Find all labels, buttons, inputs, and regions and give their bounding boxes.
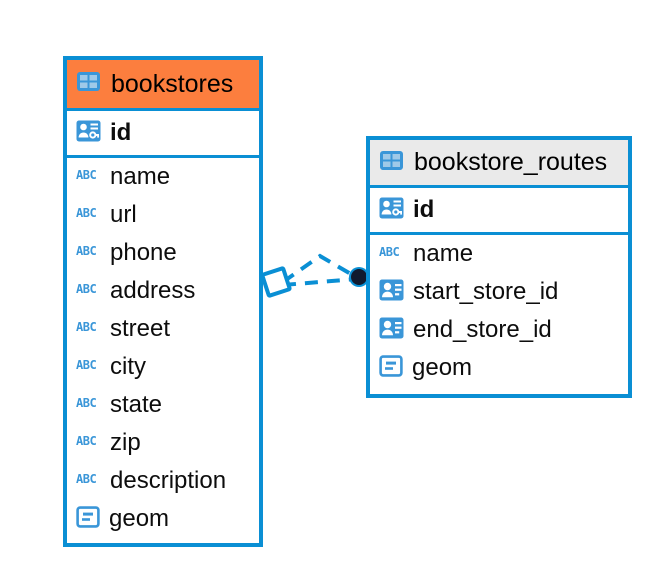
field-label-name: name [413, 240, 474, 267]
field-row-name[interactable]: ABC name [370, 235, 628, 273]
field-label-end-store-id: end_store_id [413, 316, 552, 343]
svg-text:ABC: ABC [76, 472, 96, 486]
field-label-id: id [110, 119, 132, 146]
field-row-start-store-id[interactable]: start_store_id [370, 273, 628, 311]
field-row-geom[interactable]: geom [370, 349, 628, 387]
header-divider [370, 185, 628, 188]
svg-text:ABC: ABC [76, 320, 96, 334]
primary-key-divider [67, 155, 259, 158]
primary-key-divider [370, 232, 628, 235]
abc-text-icon: ABC [379, 245, 404, 264]
field-row-end-store-id[interactable]: end_store_id [370, 311, 628, 349]
field-row-street[interactable]: ABC street [67, 310, 259, 348]
field-row-name[interactable]: ABC name [67, 158, 259, 196]
svg-text:ABC: ABC [76, 434, 96, 448]
svg-text:ABC: ABC [76, 168, 96, 182]
abc-text-icon: ABC [76, 244, 101, 263]
table-grid-icon [379, 150, 404, 176]
abc-text-icon: ABC [76, 168, 101, 187]
field-row-city[interactable]: ABC city [67, 348, 259, 386]
field-label-name: name [110, 163, 171, 190]
field-row-zip[interactable]: ABC zip [67, 424, 259, 462]
abc-text-icon: ABC [76, 320, 101, 339]
field-label-geom: geom [109, 505, 170, 532]
entity-title-bookstores: bookstores [111, 69, 234, 98]
entity-header-bookstores[interactable]: bookstores [67, 60, 259, 108]
field-list-bookstores: ABC name ABC url ABC p [67, 158, 259, 538]
entity-table-bookstore-routes[interactable]: bookstore_routes id [366, 136, 632, 398]
svg-text:ABC: ABC [76, 244, 96, 258]
svg-text:ABC: ABC [76, 396, 96, 410]
field-label-street: street [110, 315, 171, 342]
field-label-zip: zip [110, 429, 141, 456]
diamond-marker-icon [260, 266, 292, 298]
entity-header-bookstore-routes[interactable]: bookstore_routes [370, 140, 628, 185]
abc-text-icon: ABC [76, 434, 101, 453]
relationship-line-upper [281, 253, 358, 284]
entity-table-bookstores[interactable]: bookstores id [63, 56, 263, 547]
svg-text:ABC: ABC [76, 206, 96, 220]
field-row-id[interactable]: id [67, 111, 259, 155]
field-row-phone[interactable]: ABC phone [67, 234, 259, 272]
relationship-line-lower [282, 277, 357, 287]
field-label-state: state [110, 391, 163, 418]
field-row-address[interactable]: ABC address [67, 272, 259, 310]
abc-text-icon: ABC [76, 358, 101, 377]
abc-text-icon: ABC [76, 206, 101, 225]
svg-text:ABC: ABC [379, 245, 399, 259]
geometry-icon [76, 505, 100, 533]
field-row-description[interactable]: ABC description [67, 462, 259, 500]
geometry-icon [379, 354, 403, 382]
field-label-url: url [110, 201, 137, 228]
field-row-url[interactable]: ABC url [67, 196, 259, 234]
field-row-id[interactable]: id [370, 188, 628, 232]
primary-key-icon [76, 120, 101, 147]
table-grid-icon [76, 71, 101, 97]
field-label-city: city [110, 353, 146, 380]
abc-text-icon: ABC [76, 472, 101, 491]
foreign-key-icon [379, 317, 404, 344]
field-label-phone: phone [110, 239, 177, 266]
svg-text:ABC: ABC [76, 358, 96, 372]
svg-text:ABC: ABC [76, 282, 96, 296]
field-label-id: id [413, 196, 435, 223]
field-list-bookstore-routes: ABC name start_store_id [370, 235, 628, 387]
primary-key-icon [379, 197, 404, 224]
header-divider [67, 108, 259, 111]
field-label-geom: geom [412, 354, 473, 381]
field-label-description: description [110, 467, 227, 494]
field-label-address: address [110, 277, 196, 304]
field-label-start-store-id: start_store_id [413, 278, 559, 305]
foreign-key-icon [379, 279, 404, 306]
abc-text-icon: ABC [76, 282, 101, 301]
field-row-geom[interactable]: geom [67, 500, 259, 538]
entity-title-bookstore-routes: bookstore_routes [414, 148, 608, 176]
field-row-state[interactable]: ABC state [67, 386, 259, 424]
abc-text-icon: ABC [76, 396, 101, 415]
